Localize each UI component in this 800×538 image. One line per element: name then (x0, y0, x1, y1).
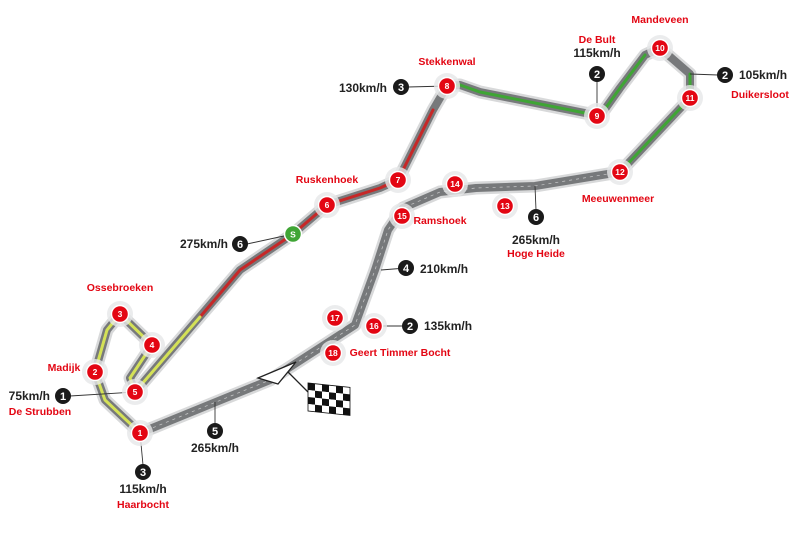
gear-badge: 1 (55, 388, 71, 404)
turn-marker: 6 (314, 192, 340, 218)
turn-marker: 16 (361, 313, 387, 339)
turn-marker: 1 (127, 420, 153, 446)
track-centre-line (139, 171, 621, 434)
speed-label: 210km/h (420, 262, 468, 276)
gear-badge: 2 (402, 318, 418, 334)
turn-number: 16 (369, 321, 379, 331)
turn-number: 12 (615, 167, 625, 177)
gear-number: 3 (140, 467, 146, 479)
turn-number: 3 (118, 309, 123, 319)
corner-name-ossebroeken: Ossebroeken (87, 282, 154, 294)
gear-number: 6 (237, 239, 243, 251)
turn-marker: 13 (492, 193, 518, 219)
leader-line (534, 185, 537, 211)
corner-name-duikersloot: Duikersloot (731, 89, 789, 101)
sector-green-section (445, 53, 647, 118)
speed-label: 275km/h (180, 237, 228, 251)
corner-name-ramshoek: Ramshoek (413, 215, 466, 227)
speed-labels: 130km/h 115km/h 105km/h 275km/h 265km/h … (9, 46, 787, 496)
corner-name-meeuwenmeer: Meeuwenmeer (582, 193, 654, 205)
turn-number: 15 (397, 211, 407, 221)
turn-number: 5 (133, 387, 138, 397)
turn-marker: 11 (677, 85, 703, 111)
speed-label: 75km/h (9, 389, 50, 403)
gear-number: 5 (212, 426, 218, 438)
gear-number: 3 (398, 82, 404, 94)
gear-badge: 2 (717, 67, 733, 83)
speed-label: 265km/h (191, 441, 239, 455)
corner-name-haarbocht: Haarbocht (117, 499, 169, 511)
turn-marker: 12 (607, 159, 633, 185)
gear-badge: 4 (398, 260, 414, 276)
turn-marker: 14 (442, 171, 468, 197)
speed-label: 105km/h (739, 68, 787, 82)
gear-number: 1 (60, 391, 66, 403)
start-finish-line (256, 361, 309, 393)
gear-number: 6 (533, 212, 539, 224)
leader-lines (69, 73, 719, 466)
leader-line (689, 73, 719, 76)
corner-name-geert-timmer-bocht: Geert Timmer Bocht (350, 347, 451, 359)
turn-number: 7 (396, 175, 401, 185)
gear-number: 2 (722, 70, 728, 82)
turn-number: 9 (595, 111, 600, 121)
turn-marker: 18 (320, 340, 346, 366)
turn-marker: 8 (434, 73, 460, 99)
turn-marker: 7 (385, 167, 411, 193)
turn-marker: 10 (647, 35, 673, 61)
turn-number: 14 (450, 179, 460, 189)
turn-number: 10 (655, 43, 665, 53)
corner-name-ruskenhoek: Ruskenhoek (296, 174, 359, 186)
turn-marker: 4 (139, 332, 165, 358)
turn-number: 11 (686, 93, 695, 103)
gear-badge: 3 (393, 79, 409, 95)
corner-name-de-strubben: De Strubben (9, 406, 71, 418)
start-marker: S (283, 224, 303, 244)
turn-number: 1 (138, 428, 143, 438)
speed-label: 130km/h (339, 81, 387, 95)
gear-number: 4 (403, 263, 410, 275)
corner-name-mandeveen: Mandeveen (631, 14, 688, 26)
start-marker-label: S (290, 230, 296, 240)
checkered-flag-icon (307, 382, 351, 416)
gear-badge: 6 (528, 209, 544, 225)
turn-marker: 5 (122, 379, 148, 405)
corner-name-hoge-heide: Hoge Heide (507, 248, 565, 260)
turn-number: 6 (325, 200, 330, 210)
gear-badge: 3 (135, 464, 151, 480)
turn-number: 13 (500, 201, 510, 211)
pit-lane (334, 323, 356, 340)
gear-number: 2 (594, 69, 600, 81)
gear-badge: 5 (207, 423, 223, 439)
gear-number: 2 (407, 321, 413, 333)
speed-label: 265km/h (512, 233, 560, 247)
turn-marker: 15 (389, 203, 415, 229)
gear-badge: 6 (232, 236, 248, 252)
turn-number: 17 (330, 313, 340, 323)
turn-marker: 2 (82, 359, 108, 385)
turn-number: 8 (445, 81, 450, 91)
speed-label: 115km/h (119, 482, 166, 496)
turn-number: 2 (93, 367, 98, 377)
turn-number: 18 (328, 348, 338, 358)
turn-marker: 9 (584, 103, 610, 129)
corner-names: Ossebroeken Madijk De Strubben Haarbocht… (9, 14, 790, 511)
turn-marker: 17 (322, 305, 348, 331)
corner-name-madijk: Madijk (48, 362, 81, 374)
turn-number: 4 (150, 340, 155, 350)
gear-badge: 2 (589, 66, 605, 82)
corner-name-de-bult: De Bult (579, 34, 616, 46)
corner-name-stekkenwal: Stekkenwal (418, 56, 475, 68)
turn-marker: 3 (107, 301, 133, 327)
speed-label: 115km/h (573, 46, 620, 60)
speed-label: 135km/h (424, 319, 472, 333)
